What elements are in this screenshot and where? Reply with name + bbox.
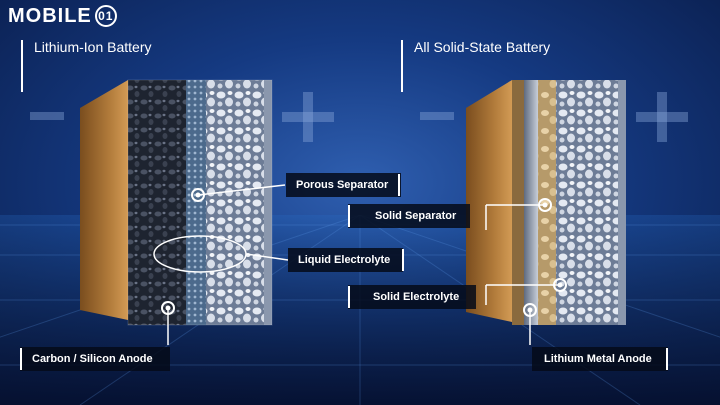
solid-electrolyte-tick [348,286,350,308]
carbon-silicon-anode-tick [20,348,22,370]
plus-sign-right-h [636,112,688,122]
right-title-bar [401,40,403,92]
mobile01-logo[interactable]: MOBILE 01 [8,4,117,28]
left-title-bar [21,40,23,92]
porous-separator-text: Porous Separator [296,179,389,191]
minus-sign-left [30,112,64,120]
label-solid-electrolyte: Solid Electrolyte [348,285,476,309]
liquid-electrolyte-tick [402,249,404,271]
logo-text: MOBILE [8,4,92,27]
li-ion-cell [80,79,273,326]
label-carbon-silicon-anode: Carbon / Silicon Anode [20,347,170,371]
solid-separator-tick [348,205,350,227]
label-lithium-metal-anode: Lithium Metal Anode [532,347,668,371]
label-porous-separator: Porous Separator [286,173,401,197]
solid-electrolyte-text: Solid Electrolyte [373,291,460,303]
lithium-metal-anode-text: Lithium Metal Anode [544,353,652,365]
solid-state-cell [466,80,626,325]
left-title: Lithium-Ion Battery [34,39,152,55]
label-solid-separator: Solid Separator [348,204,470,228]
liquid-electrolyte-text: Liquid Electrolyte [298,254,391,266]
carbon-silicon-anode-text: Carbon / Silicon Anode [32,353,153,365]
lithium-metal-anode-tick [666,348,668,370]
label-liquid-electrolyte: Liquid Electrolyte [288,248,403,272]
porous-separator-tick [398,174,400,196]
solid-separator-text: Solid Separator [375,210,457,222]
plus-sign-left-v [303,92,313,142]
right-title: All Solid-State Battery [414,39,551,55]
plus-sign-left-h [282,112,334,122]
plus-sign-right-v [657,92,667,142]
logo-badge: 01 [94,5,117,27]
minus-sign-right [420,112,454,120]
